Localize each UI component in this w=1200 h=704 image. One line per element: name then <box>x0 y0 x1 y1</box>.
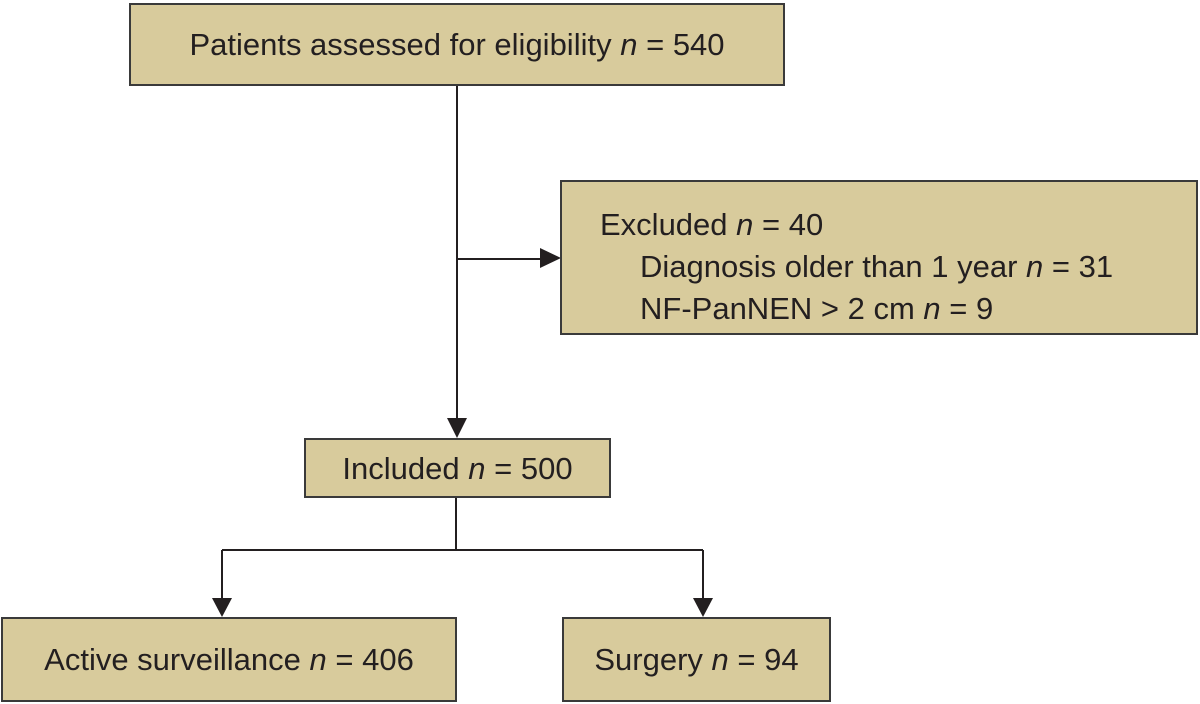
excluded-reason-label: NF-PanNEN > 2 cm <box>640 291 915 326</box>
excluded-reason-eq: = <box>1043 249 1079 284</box>
excluded-reason-n-symbol: n <box>923 291 941 326</box>
surveillance-box: Active surveillance n = 406 <box>1 617 457 702</box>
arrowhead-to-included <box>447 418 467 438</box>
excluded-label: Excluded <box>600 207 728 242</box>
surveillance-eq: = <box>326 642 363 677</box>
included-box: Included n = 500 <box>304 438 611 498</box>
included-value: 500 <box>520 450 573 486</box>
excluded-header: Excluded n = 40 <box>600 204 1196 246</box>
excluded-reason-label: Diagnosis older than 1 year <box>640 249 1018 284</box>
arrowhead-to-surveillance <box>212 598 232 617</box>
excluded-value: 40 <box>788 207 824 242</box>
excluded-reason-eq: = <box>940 291 976 326</box>
excluded-reason: Diagnosis older than 1 year n = 31 <box>600 246 1196 288</box>
surveillance-label: Active surveillance <box>44 642 301 677</box>
surgery-value: 94 <box>764 642 799 677</box>
surgery-eq: = <box>728 642 765 677</box>
surveillance-n-symbol: n <box>309 642 327 677</box>
excluded-reason-value: 9 <box>975 291 994 326</box>
included-eq: = <box>485 450 521 486</box>
arrowhead-to-surgery <box>693 598 713 617</box>
assessed-n-symbol: n <box>620 27 638 62</box>
assessed-value: 540 <box>672 27 725 62</box>
surgery-n-symbol: n <box>711 642 729 677</box>
excluded-reason-n-symbol: n <box>1026 249 1044 284</box>
included-label: Included <box>342 450 460 486</box>
surgery-label: Surgery <box>594 642 703 677</box>
assessed-box: Patients assessed for eligibility n = 54… <box>129 3 785 86</box>
surveillance-value: 406 <box>362 642 414 677</box>
excluded-reason-value: 31 <box>1078 249 1114 284</box>
excluded-eq: = <box>753 207 789 242</box>
excluded-reason: NF-PanNEN > 2 cm n = 9 <box>600 288 1196 330</box>
included-n-symbol: n <box>468 450 486 486</box>
surgery-box: Surgery n = 94 <box>562 617 831 702</box>
excluded-n-symbol: n <box>736 207 754 242</box>
assessed-eq: = <box>637 27 673 62</box>
excluded-box: Excluded n = 40 Diagnosis older than 1 y… <box>560 180 1198 335</box>
assessed-label: Patients assessed for eligibility <box>189 27 612 62</box>
arrowhead-to-excluded <box>540 248 561 268</box>
